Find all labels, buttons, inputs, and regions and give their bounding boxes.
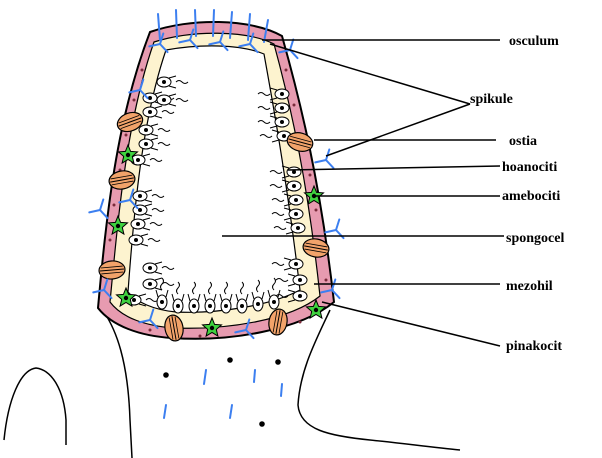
label-mezohil: mezohil (506, 279, 553, 294)
label-hoanociti: hoanociti (502, 160, 557, 175)
label-pinakocit: pinakocit (506, 339, 562, 354)
label-osculum: osculum (509, 34, 559, 49)
water-particles (163, 357, 282, 427)
label-ostia: ostia (509, 134, 537, 149)
triradiate-spicule (89, 200, 107, 219)
label-amebociti: amebociti (502, 189, 560, 204)
label-spongocel: spongocel (506, 231, 564, 246)
triradiate-spicule (315, 150, 333, 169)
label-spikule: spikule (470, 92, 513, 107)
